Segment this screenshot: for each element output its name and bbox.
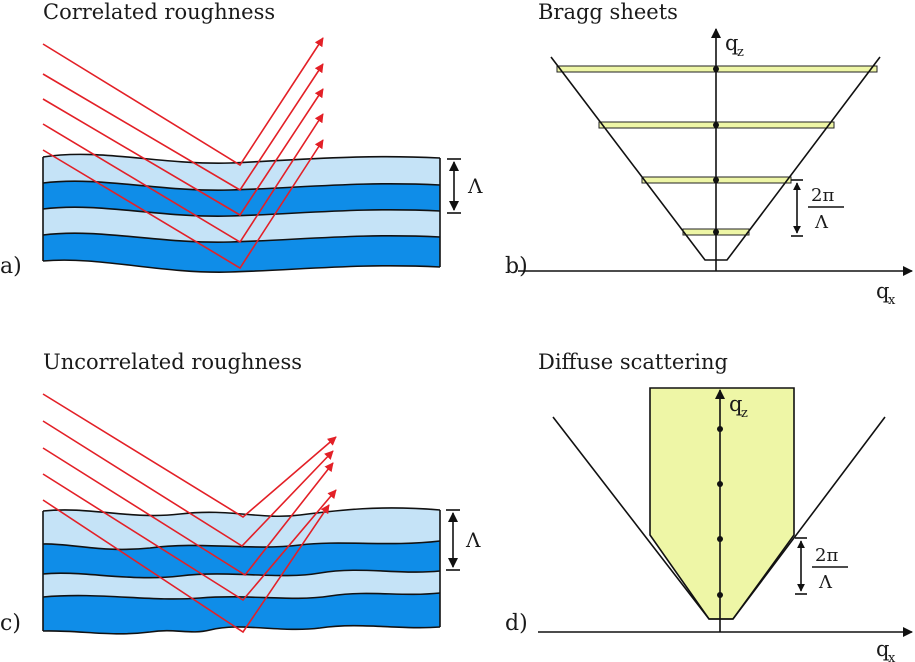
qx-sub: x xyxy=(888,651,896,662)
panel-d-label: d) xyxy=(505,611,528,636)
panel-a-label: a) xyxy=(0,254,22,279)
ray-3 xyxy=(42,447,334,577)
interface-2 xyxy=(42,540,441,551)
panel-d: Diffuse scattering d) q z q x 2π Λ xyxy=(505,350,913,662)
panel-b-label: b) xyxy=(505,254,528,279)
qx-main: q xyxy=(876,637,889,661)
multilayer-stack-correlated xyxy=(42,153,441,273)
panel-b: Bragg sheets b) q z q x 2π Λ xyxy=(505,0,913,308)
ray-4 xyxy=(42,473,337,602)
ray-1 xyxy=(42,393,337,518)
panel-d-title: Diffuse scattering xyxy=(538,350,728,374)
rays-uncorrelated xyxy=(42,393,337,634)
bragg-peak-3 xyxy=(713,122,719,128)
bragg-peak-1 xyxy=(713,229,719,235)
period-label: Λ xyxy=(465,528,481,552)
fraction-numerator: 2π xyxy=(815,545,838,566)
layer-3-light xyxy=(43,207,440,243)
layer-3-light xyxy=(43,570,440,599)
qz-sub: z xyxy=(737,45,744,60)
panel-c: Uncorrelated roughness c) Λ xyxy=(0,350,481,636)
peak-1 xyxy=(717,592,723,598)
ray-3 xyxy=(42,88,324,217)
ray-1 xyxy=(42,37,324,167)
peak-3 xyxy=(717,481,723,487)
rays-correlated xyxy=(42,37,324,270)
qx-main: q xyxy=(876,279,889,303)
interface-3 xyxy=(42,206,441,217)
multilayer-stack-uncorrelated xyxy=(42,507,441,635)
qz-axis-label: q z xyxy=(729,392,748,421)
panel-b-title: Bragg sheets xyxy=(538,0,678,24)
layer-2-dark xyxy=(43,541,440,578)
ray-5 xyxy=(42,139,324,270)
interface-5 xyxy=(42,624,441,635)
period-label: Λ xyxy=(467,174,483,198)
spacing-fraction: 2π Λ xyxy=(812,545,848,593)
diffuse-region xyxy=(649,387,795,620)
bragg-peak-4 xyxy=(713,66,719,72)
layer-1-light xyxy=(43,507,440,550)
qz-main: q xyxy=(729,392,742,416)
interface-4 xyxy=(42,232,441,243)
layer-4-dark xyxy=(43,593,440,634)
peak-2 xyxy=(717,536,723,542)
interface-1 xyxy=(42,153,441,164)
fraction-denominator: Λ xyxy=(818,572,833,593)
qz-axis-label: q z xyxy=(725,31,744,60)
layer-1-light xyxy=(43,154,440,191)
panel-c-title: Uncorrelated roughness xyxy=(43,350,302,374)
ray-2 xyxy=(42,420,334,548)
fraction-numerator: 2π xyxy=(811,185,834,206)
qx-sub: x xyxy=(888,293,896,308)
layer-4-dark xyxy=(43,233,440,273)
ray-4 xyxy=(42,113,324,244)
interface-5 xyxy=(42,259,441,273)
spacing-fraction: 2π Λ xyxy=(808,185,844,233)
fraction-denominator: Λ xyxy=(814,212,829,233)
panel-a-title: Correlated roughness xyxy=(43,0,275,24)
ray-2 xyxy=(42,63,324,192)
qx-axis-label: q x xyxy=(876,637,896,662)
layer-2-dark xyxy=(43,181,440,217)
panel-c-label: c) xyxy=(0,611,21,636)
accessible-region-boundary xyxy=(552,416,886,620)
panel-a: Correlated roughness a) Λ xyxy=(0,0,483,279)
ray-5 xyxy=(42,499,330,634)
bragg-peak-2 xyxy=(713,177,719,183)
interface-1 xyxy=(42,507,441,518)
bragg-sheet-group xyxy=(556,65,878,236)
peak-4 xyxy=(717,426,723,432)
qx-axis-label: q x xyxy=(876,279,896,308)
interface-3 xyxy=(42,569,441,579)
qz-main: q xyxy=(725,31,738,55)
interface-2 xyxy=(42,180,441,191)
qz-sub: z xyxy=(741,406,748,421)
interface-4 xyxy=(42,592,441,600)
